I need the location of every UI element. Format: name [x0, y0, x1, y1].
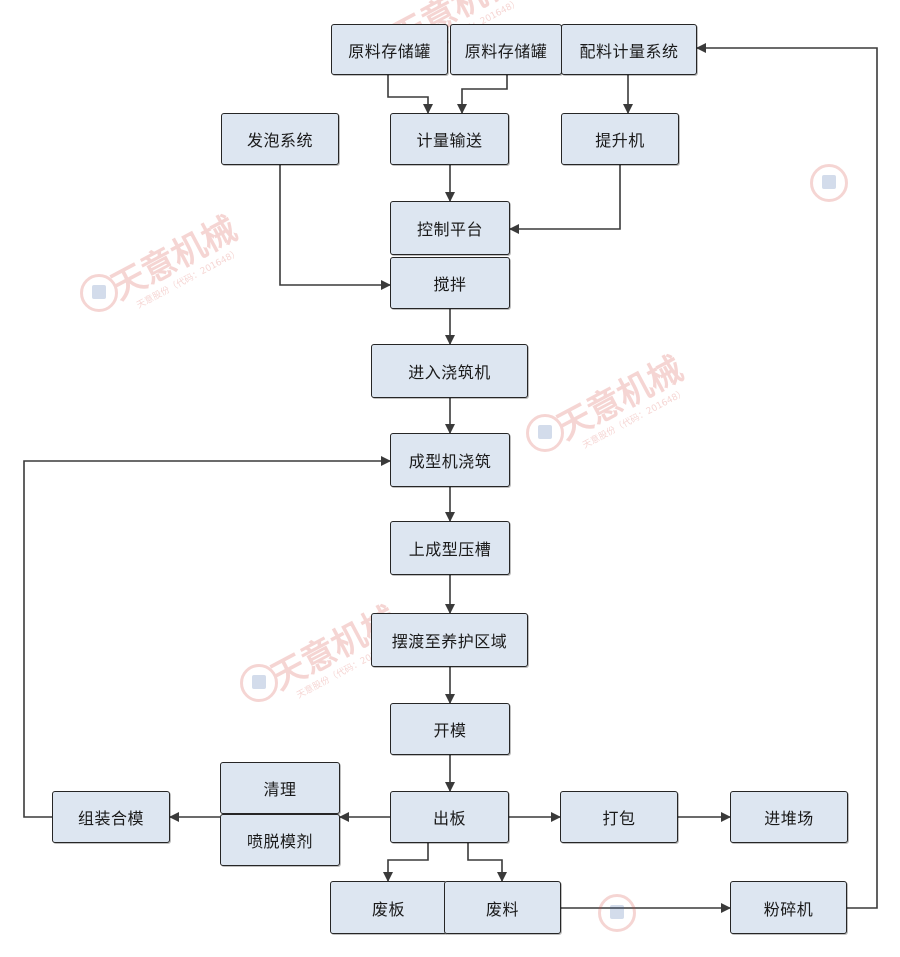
node-label: 进入浇筑机 — [408, 363, 491, 382]
node-label: 废料 — [485, 899, 519, 919]
node-label: 发泡系统 — [246, 131, 313, 150]
edge-unload-to-waste-material — [467, 843, 507, 882]
edge-assemble-to-mold-pouring — [23, 456, 391, 818]
node-molding-machine-pouring: 成型机浇筑 — [390, 433, 510, 487]
node-label: 提升机 — [595, 131, 645, 150]
node-label: 摆渡至养护区域 — [391, 632, 508, 651]
node-waste-board: 废板 — [330, 881, 447, 934]
node-spray-release-agent: 喷脱模剂 — [220, 814, 340, 866]
node-mixing: 搅拌 — [390, 257, 510, 309]
node-press-groove: 上成型压槽 — [390, 521, 510, 575]
node-label: 计量输送 — [416, 131, 483, 150]
node-raw-storage-tank-2: 原料存储罐 — [450, 24, 562, 75]
node-transfer-to-curing: 摆渡至养护区域 — [371, 613, 528, 667]
edge-raw1-to-metering — [387, 75, 433, 114]
edge-raw2-to-metering — [457, 75, 508, 114]
node-label: 配料计量系统 — [579, 41, 679, 61]
node-control-platform: 控制平台 — [390, 201, 510, 255]
node-label: 进堆场 — [764, 809, 814, 828]
node-label: 搅拌 — [433, 275, 467, 294]
node-label: 出板 — [432, 809, 466, 828]
node-packing: 打包 — [560, 791, 678, 843]
node-metering-conveyor: 计量输送 — [390, 113, 509, 165]
node-assemble-mold: 组装合模 — [52, 791, 170, 843]
node-foaming-system: 发泡系统 — [221, 113, 339, 165]
node-stockyard: 进堆场 — [730, 791, 848, 843]
edge-foaming-to-mixing — [279, 165, 391, 290]
node-enter-pouring-machine: 进入浇筑机 — [371, 344, 528, 398]
node-label: 组装合模 — [77, 809, 144, 828]
edge-unload-to-waste-board — [383, 843, 429, 882]
node-label: 控制平台 — [416, 220, 483, 239]
node-raw-storage-tank-1: 原料存储罐 — [331, 24, 448, 75]
node-label: 原料存储罐 — [464, 41, 548, 61]
edge-crusher-to-batching — [696, 43, 878, 909]
node-demold: 开模 — [390, 703, 510, 755]
node-label: 喷脱模剂 — [246, 832, 313, 851]
node-label: 上成型压槽 — [408, 540, 492, 559]
node-label: 原料存储罐 — [348, 41, 431, 61]
node-batching-metering-system: 配料计量系统 — [561, 24, 697, 75]
node-label: 成型机浇筑 — [408, 452, 492, 471]
node-label: 开模 — [433, 721, 467, 740]
node-waste-material: 废料 — [444, 881, 561, 934]
node-unload-board: 出板 — [390, 791, 509, 843]
node-label: 清理 — [263, 780, 297, 799]
node-label: 粉碎机 — [763, 899, 814, 919]
node-crusher: 粉碎机 — [730, 881, 847, 934]
edge-elevator-to-control — [509, 165, 621, 234]
node-label: 打包 — [602, 809, 636, 828]
node-cleaning: 清理 — [220, 762, 340, 814]
node-elevator: 提升机 — [561, 113, 679, 165]
node-label: 废板 — [371, 899, 405, 919]
